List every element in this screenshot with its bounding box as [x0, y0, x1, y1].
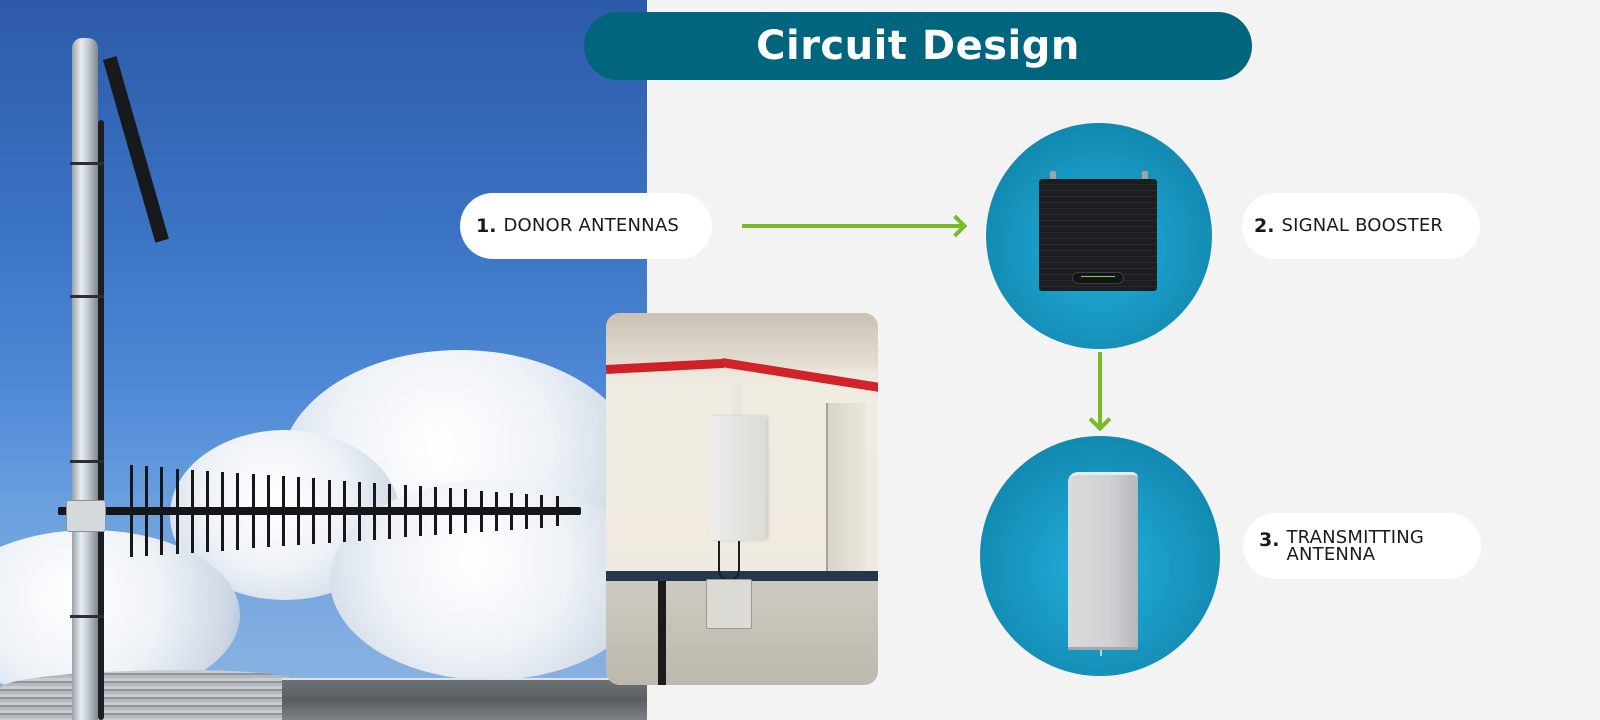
title-banner: Circuit Design [584, 12, 1252, 80]
yagi-element [175, 468, 179, 554]
yagi-element [342, 480, 346, 542]
yagi-element [206, 470, 209, 552]
transmitting-antenna-image [980, 436, 1220, 676]
indoor-antenna-photo [606, 313, 878, 685]
booster-device [1039, 179, 1157, 291]
mast-clamp [70, 615, 104, 618]
indoor-panel-antenna [710, 416, 766, 540]
vertical-yagi-antenna [103, 56, 169, 243]
yagi-element [418, 486, 422, 536]
wall-stripe [606, 571, 878, 581]
yagi-element [312, 478, 316, 544]
arrow-right-icon [742, 224, 962, 228]
yagi-element [282, 476, 285, 546]
antenna-bracket [66, 500, 106, 532]
mast-clamp [70, 460, 104, 463]
step-label-line1: TRANSMITTING [1286, 527, 1425, 548]
signal-booster-image [986, 123, 1212, 349]
yagi-element [479, 490, 483, 532]
yagi-element [434, 487, 437, 535]
yagi-element [130, 465, 133, 557]
yagi-element [510, 492, 513, 530]
yagi-element [555, 496, 559, 526]
yagi-element [221, 471, 225, 551]
step-number: 2. [1254, 215, 1275, 237]
yagi-element [251, 474, 255, 548]
panel-antenna [1068, 472, 1138, 650]
yagi-element [388, 483, 392, 539]
rooftop-structure [282, 678, 647, 720]
mast-cable [98, 120, 104, 720]
step-number: 3. [1259, 529, 1280, 551]
yagi-element [297, 477, 301, 545]
antenna-mast [72, 38, 98, 720]
antenna-connector [1100, 650, 1102, 656]
horizontal-yagi-antenna [58, 507, 581, 515]
rooftop-tank [0, 670, 300, 720]
yagi-element [145, 466, 149, 556]
yagi-element [464, 489, 468, 533]
booster-led-bar [1081, 276, 1115, 277]
yagi-element [525, 493, 529, 529]
mast-clamp [70, 295, 104, 298]
antenna-cable [718, 541, 740, 581]
step-label: SIGNAL BOOSTER [1281, 215, 1444, 236]
yagi-element [449, 488, 453, 534]
wall-dark-line [658, 581, 666, 685]
arrow-down-icon [1098, 352, 1102, 426]
step-signal-booster: 2. SIGNAL BOOSTER [1242, 193, 1480, 259]
step-label: TRANSMITTING ANTENNA [1286, 527, 1425, 565]
ceiling [606, 313, 878, 369]
step-donor-antennas: 1. DONOR ANTENNAS [460, 193, 712, 259]
yagi-element [403, 485, 407, 537]
booster-port [1142, 171, 1148, 180]
yagi-element [358, 481, 361, 541]
booster-status-panel [1072, 272, 1124, 284]
step-label-line2: ANTENNA [1286, 544, 1376, 565]
yagi-element [327, 479, 331, 543]
yagi-element [540, 494, 544, 528]
junction-box [706, 579, 752, 629]
booster-port [1050, 171, 1056, 180]
yagi-element [373, 482, 377, 540]
step-number: 1. [476, 215, 497, 237]
step-transmitting-antenna: 3. TRANSMITTING ANTENNA [1243, 513, 1481, 579]
yagi-element [160, 467, 164, 555]
mast-clamp [70, 162, 104, 165]
donor-antenna-photo [0, 0, 647, 720]
yagi-element [236, 472, 240, 550]
antenna-mount [732, 383, 742, 417]
page-title: Circuit Design [756, 23, 1080, 69]
yagi-element [190, 469, 194, 553]
step-label: DONOR ANTENNAS [503, 215, 679, 236]
yagi-element [494, 491, 498, 531]
yagi-element [266, 475, 270, 547]
